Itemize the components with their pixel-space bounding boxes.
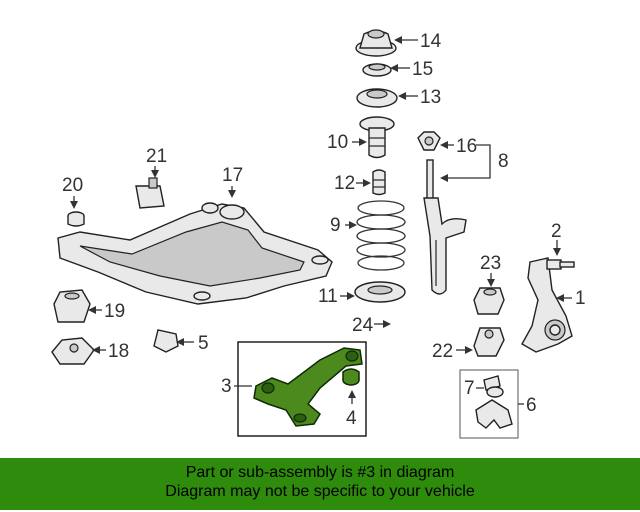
callout-6: 6 — [526, 395, 537, 416]
callout-15: 15 — [412, 59, 433, 80]
part-2-bolt[interactable] — [546, 259, 575, 270]
callout-21: 21 — [146, 146, 167, 167]
part-8-strut[interactable] — [423, 159, 467, 295]
banner-line-2: Diagram may not be specific to your vehi… — [165, 483, 475, 500]
parts-diagram: 1 2 3 4 5 6 7 8 10 11 12 13 14 15 16 17 … — [51, 29, 586, 439]
banner-line-1: Part or sub-assembly is #3 in diagram — [185, 464, 455, 481]
callout-9: 9 — [330, 215, 341, 236]
part-6-ball-joint[interactable] — [475, 386, 513, 429]
part-4-bushing[interactable] — [342, 368, 360, 386]
callout-11: 11 — [318, 286, 338, 307]
callout-17: 17 — [222, 165, 243, 186]
part-12-bump-stop[interactable] — [372, 169, 386, 196]
part-14-strut-mount[interactable] — [355, 29, 397, 57]
callout-5: 5 — [198, 333, 209, 354]
callout-2: 2 — [551, 221, 562, 242]
part-22-mount[interactable] — [473, 327, 505, 357]
part-21-bracket[interactable] — [135, 177, 165, 209]
part-9-coil-spring[interactable] — [356, 200, 406, 271]
callout-10: 10 — [327, 132, 348, 153]
part-11-lower-insulator[interactable] — [354, 281, 406, 303]
callout-24: 24 — [352, 315, 374, 336]
callout-1: 1 — [575, 288, 586, 309]
callout-19: 19 — [104, 301, 125, 322]
callout-14: 14 — [420, 31, 442, 52]
part-19-mount[interactable] — [53, 289, 91, 323]
part-23-bushing[interactable] — [473, 287, 505, 315]
callout-13: 13 — [420, 87, 441, 108]
callout-23: 23 — [480, 253, 501, 274]
callout-4: 4 — [346, 408, 357, 429]
callout-20: 20 — [62, 175, 83, 196]
callout-18: 18 — [108, 341, 129, 362]
part-20-bushing[interactable] — [67, 211, 85, 227]
callout-8: 8 — [498, 151, 509, 172]
callout-22: 22 — [432, 341, 453, 362]
part-15-bearing[interactable] — [362, 63, 392, 77]
callout-numbers: 1 2 3 4 5 6 7 8 10 11 12 13 14 15 16 17 … — [62, 31, 586, 429]
leader-lines — [70, 36, 572, 405]
callout-16: 16 — [456, 136, 477, 157]
part-5-bracket[interactable] — [153, 329, 179, 353]
highlight-box — [237, 341, 367, 437]
part-17-crossmember[interactable] — [57, 202, 333, 305]
part-16-nut[interactable] — [417, 131, 441, 151]
part-3-lower-control-arm[interactable] — [253, 347, 363, 427]
part-10-insulator[interactable] — [359, 116, 395, 159]
callout-3[interactable]: 3 — [221, 376, 232, 397]
callout-12: 12 — [334, 173, 355, 194]
info-banner: Part or sub-assembly is #3 in diagram Di… — [0, 458, 640, 510]
callout-7: 7 — [464, 378, 475, 399]
part-18-mount[interactable] — [51, 337, 95, 365]
part-13-upper-seat[interactable] — [356, 88, 398, 108]
part-1-knuckle[interactable] — [521, 257, 573, 353]
